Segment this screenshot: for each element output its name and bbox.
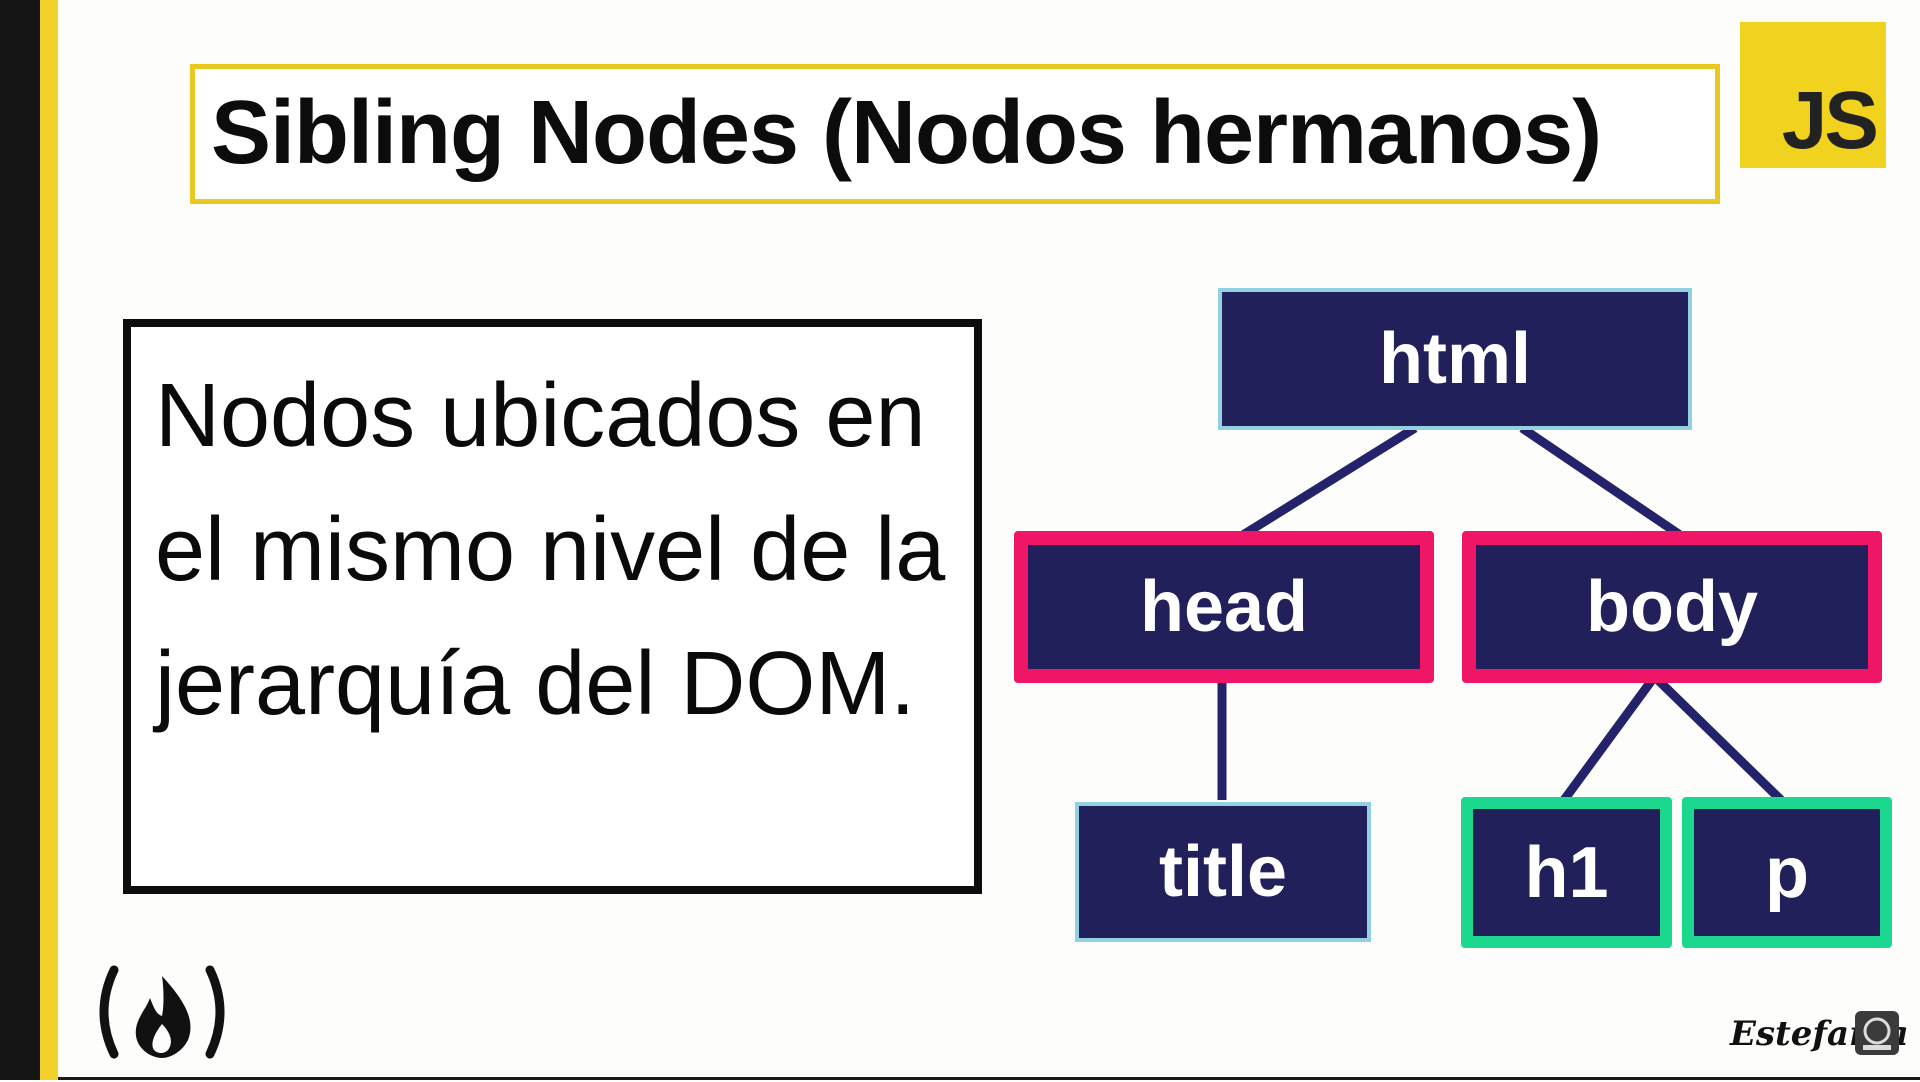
node-html: html xyxy=(1218,288,1692,430)
page-title: Sibling Nodes (Nodos hermanos) xyxy=(211,83,1602,183)
title-frame: Sibling Nodes (Nodos hermanos) xyxy=(190,64,1720,204)
definition-text: Nodos ubicados en el mismo nivel de la j… xyxy=(155,366,946,734)
node-head: head xyxy=(1014,531,1434,683)
js-logo: JS xyxy=(1740,22,1886,168)
subscribe-icon[interactable] xyxy=(1855,1011,1899,1055)
edge-html-head xyxy=(1240,424,1418,539)
bottom-divider xyxy=(58,1077,1920,1080)
node-body: body xyxy=(1462,531,1882,683)
node-h1: h1 xyxy=(1461,797,1672,948)
edge-body-h1 xyxy=(1560,677,1656,803)
freecodecamp-logo-icon xyxy=(92,962,232,1062)
left-yellow-stripe xyxy=(40,0,58,1080)
edge-html-body xyxy=(1519,424,1683,539)
js-logo-text: JS xyxy=(1781,75,1879,166)
node-p: p xyxy=(1682,797,1892,948)
definition-box: Nodos ubicados en el mismo nivel de la j… xyxy=(123,319,982,894)
edge-body-p xyxy=(1654,676,1785,804)
left-dark-stripe xyxy=(0,0,40,1080)
node-title: title xyxy=(1075,802,1371,942)
